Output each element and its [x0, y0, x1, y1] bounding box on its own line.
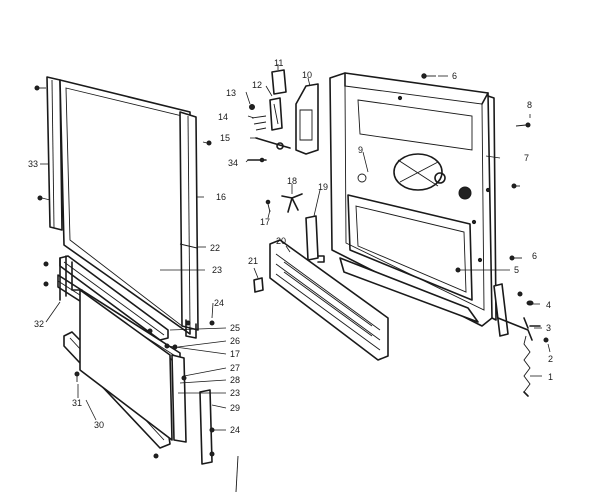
screws-left [34, 85, 215, 459]
callout-7: 7 [524, 153, 529, 163]
callout-9: 9 [358, 145, 363, 155]
callout-21: 21 [248, 256, 258, 266]
callout-24-upper: 24 [214, 298, 224, 308]
callout-32: 32 [34, 319, 44, 329]
callout-22: 22 [210, 243, 220, 253]
hinge-and-cover-parts [253, 193, 389, 361]
callout-2: 2 [548, 354, 553, 364]
inner-door-liner [329, 72, 497, 327]
callout-34: 34 [228, 158, 238, 168]
callout-12: 12 [252, 80, 262, 90]
callout-28: 28 [230, 375, 240, 385]
callout-31: 31 [72, 398, 82, 408]
callout-1: 1 [548, 372, 553, 382]
callout-5: 5 [514, 265, 519, 275]
callout-26: 26 [230, 336, 240, 346]
callout-6-right: 6 [532, 251, 537, 261]
callout-30: 30 [94, 420, 104, 430]
callout-17-lower: 17 [230, 349, 240, 359]
callout-27: 27 [230, 363, 240, 373]
callout-10: 10 [302, 70, 312, 80]
callout-4: 4 [546, 300, 551, 310]
callout-24-lower: 24 [230, 425, 240, 435]
callout-23-upper: 23 [212, 265, 222, 275]
latch-parts [247, 69, 436, 163]
leader-lines [40, 64, 551, 431]
callout-18: 18 [287, 176, 297, 186]
callout-3: 3 [546, 323, 551, 333]
callout-23-lower: 23 [230, 388, 240, 398]
callout-16: 16 [216, 192, 226, 202]
cut-line [235, 455, 239, 492]
callout-19: 19 [318, 182, 328, 192]
callout-29: 29 [230, 403, 240, 413]
callout-13: 13 [226, 88, 236, 98]
outer-door-panel [46, 76, 199, 339]
callout-17-upper: 17 [260, 217, 270, 227]
callout-8: 8 [527, 100, 532, 110]
callout-20: 20 [276, 236, 286, 246]
callout-33: 33 [28, 159, 38, 169]
callout-15: 15 [220, 133, 230, 143]
callout-6-top: 6 [452, 71, 457, 81]
callout-25: 25 [230, 323, 240, 333]
callout-labels: 1 2 3 4 5 6 6 7 8 9 10 11 12 13 14 15 16… [28, 58, 553, 435]
callout-11: 11 [274, 58, 283, 68]
callout-14: 14 [218, 112, 228, 122]
